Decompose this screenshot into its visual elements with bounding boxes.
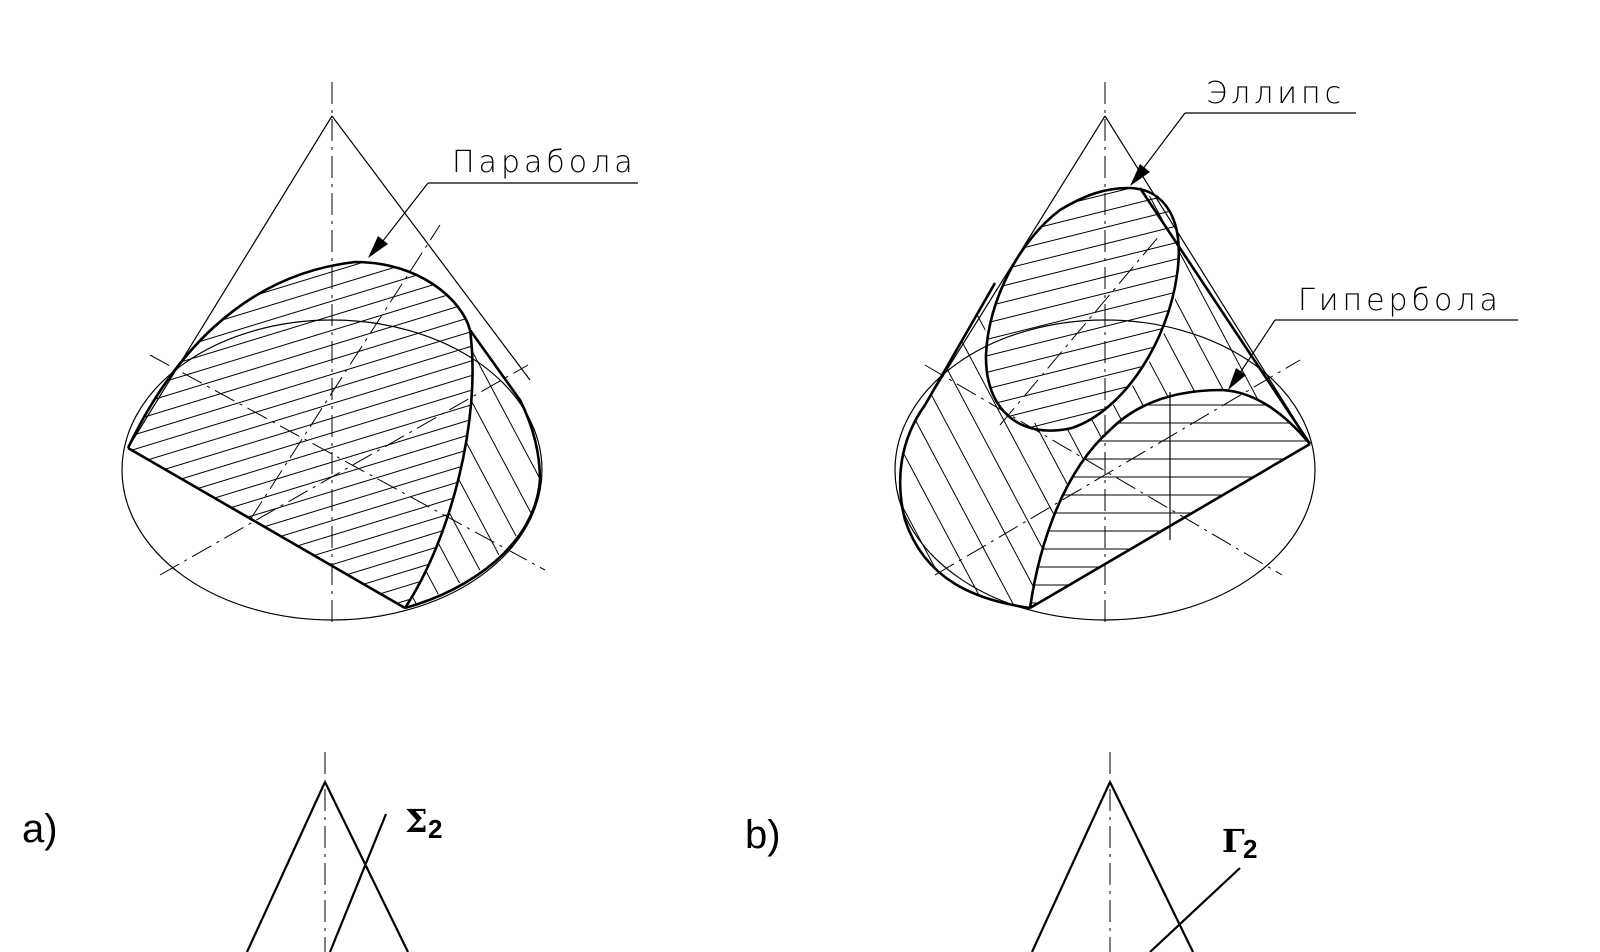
cone-right-side-face xyxy=(900,188,1310,608)
view-a-generator-right xyxy=(324,781,409,952)
cone-right-outline-left xyxy=(898,404,1031,610)
parabola-chord xyxy=(127,446,406,610)
plane-sigma-label: Σ xyxy=(405,802,428,840)
parabola-curve xyxy=(126,260,472,449)
ellipse-leader-arrow xyxy=(1130,164,1150,186)
panel-b-label: b) xyxy=(745,813,781,857)
label-parabola: Парабола xyxy=(452,145,637,180)
hyperbola-curve xyxy=(1028,388,1311,609)
cone-right-outline-upper-left xyxy=(923,282,997,406)
view-a-cutting-plane xyxy=(328,813,388,952)
hyperbola-section-face xyxy=(1030,390,1310,608)
cone-left-generator-right xyxy=(331,115,531,381)
label-hyperbola: Гипербола xyxy=(1298,283,1502,318)
label-ellipse: Эллипс xyxy=(1206,76,1345,111)
cone-left-side-face xyxy=(405,330,540,608)
view-b-cutting-plane xyxy=(1149,867,1241,952)
panel-a-label: a) xyxy=(22,807,58,851)
view-a-generator-left xyxy=(246,781,326,952)
cone-right-outline-right xyxy=(1138,187,1312,445)
parabola-right-edge xyxy=(403,329,474,609)
plane-sigma-subscript: 2 xyxy=(428,814,442,844)
cone-ellipse-hyperbola-sections: Эллипс Гипербола xyxy=(894,76,1518,628)
view-b-generator-right xyxy=(1109,781,1194,952)
plane-gamma-subscript: 2 xyxy=(1243,834,1257,864)
plane-gamma-label: Γ xyxy=(1222,822,1245,860)
cone-parabola-section: Парабола xyxy=(121,82,638,628)
cone-left-outline-right xyxy=(404,329,542,610)
ellipse-curve xyxy=(984,186,1181,432)
panel-a-front-view: a) Σ 2 xyxy=(22,752,442,952)
view-b-generator-left xyxy=(1031,781,1111,952)
ellipse-section-face xyxy=(985,188,1179,431)
hyperbola-leader-arrow xyxy=(1228,368,1246,390)
parabola-section-face xyxy=(128,262,473,608)
parabola-leader-arrow xyxy=(368,236,388,258)
hyperbola-chord xyxy=(1029,442,1311,610)
panel-b-front-view: b) Γ 2 xyxy=(745,752,1257,952)
cone-right-centerline-1 xyxy=(924,364,1283,576)
